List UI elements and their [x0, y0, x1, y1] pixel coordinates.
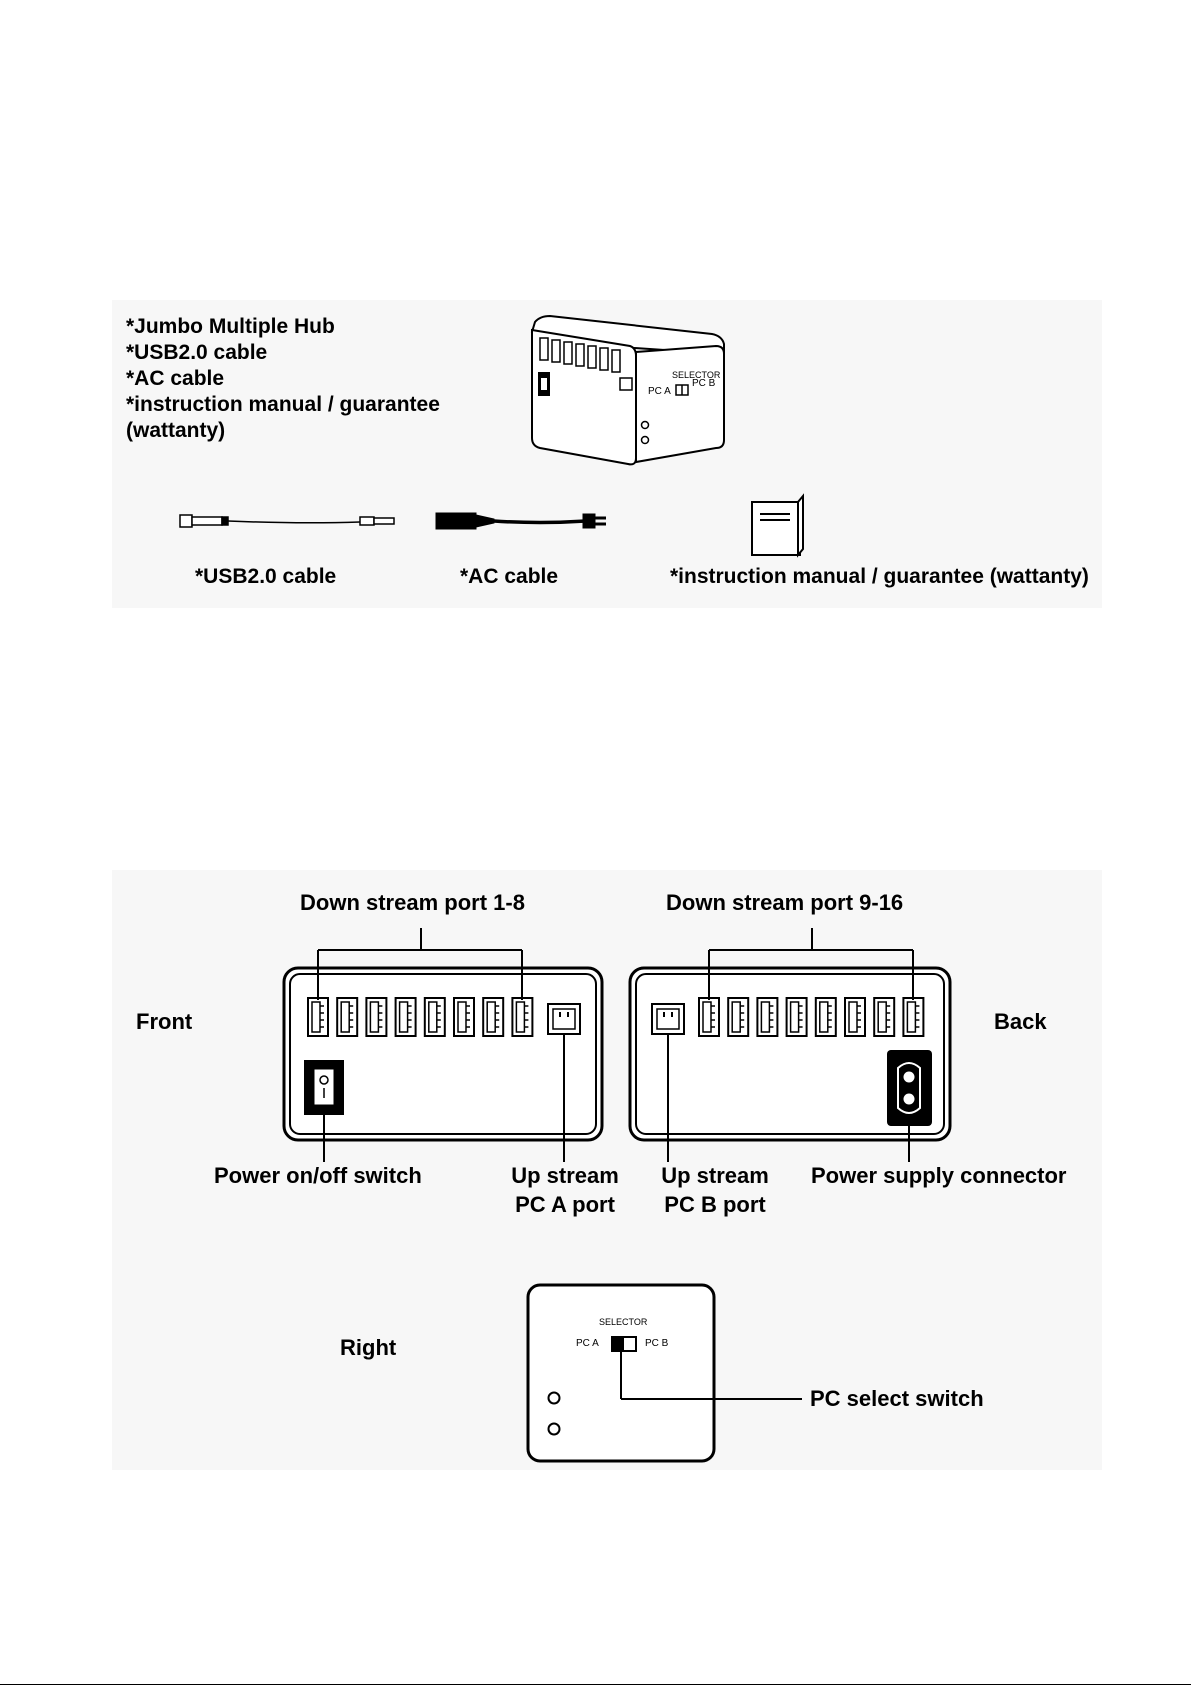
- ac-cable-caption: *AC cable: [460, 565, 559, 588]
- hub-selector-title: SELECTOR: [672, 370, 721, 380]
- selector-title: SELECTOR: [599, 1317, 648, 1327]
- upstream-pc-a-line1: Up stream: [511, 1163, 619, 1188]
- downstream-9-16-label: Down stream port 9-16: [666, 890, 904, 915]
- right-label: Right: [340, 1335, 397, 1360]
- power-switch-label: Power on/off switch: [214, 1163, 422, 1188]
- contents-item-manual: *instruction manual / guarantee: [126, 393, 440, 416]
- selector-pca-label: PC A: [576, 1338, 599, 1349]
- upstream-pc-b-label: Up stream PC B port: [640, 1161, 790, 1219]
- selector-pcb-label: PC B: [645, 1338, 669, 1349]
- upstream-pc-a-line2: PC A port: [515, 1192, 615, 1217]
- contents-item-warranty: (wattanty): [126, 419, 226, 442]
- upstream-pc-b-line1: Up stream: [661, 1163, 769, 1188]
- contents-panel: *Jumbo Multiple Hub *USB2.0 cable *AC ca…: [112, 300, 1102, 608]
- contents-item-usb-cable: *USB2.0 cable: [126, 341, 268, 364]
- upstream-pc-b-line2: PC B port: [664, 1192, 766, 1217]
- downstream-1-8-label: Down stream port 1-8: [300, 890, 525, 915]
- upstream-pc-a-label: Up stream PC A port: [490, 1161, 640, 1219]
- contents-list: *Jumbo Multiple Hub *USB2.0 cable *AC ca…: [126, 314, 440, 444]
- hub-selector-pcb: PC B: [692, 378, 716, 389]
- manual-caption: *instruction manual / guarantee (wattant…: [670, 565, 1089, 588]
- usb-cable-caption: *USB2.0 cable: [195, 565, 337, 588]
- power-connector-label: Power supply connector: [811, 1163, 1067, 1188]
- contents-item-ac-cable: *AC cable: [126, 367, 225, 390]
- back-label: Back: [994, 1009, 1047, 1034]
- hub-selector-pca: PC A: [648, 386, 671, 397]
- front-label: Front: [136, 1009, 193, 1034]
- pc-select-switch-label: PC select switch: [810, 1386, 984, 1411]
- contents-item-hub: *Jumbo Multiple Hub: [126, 315, 335, 338]
